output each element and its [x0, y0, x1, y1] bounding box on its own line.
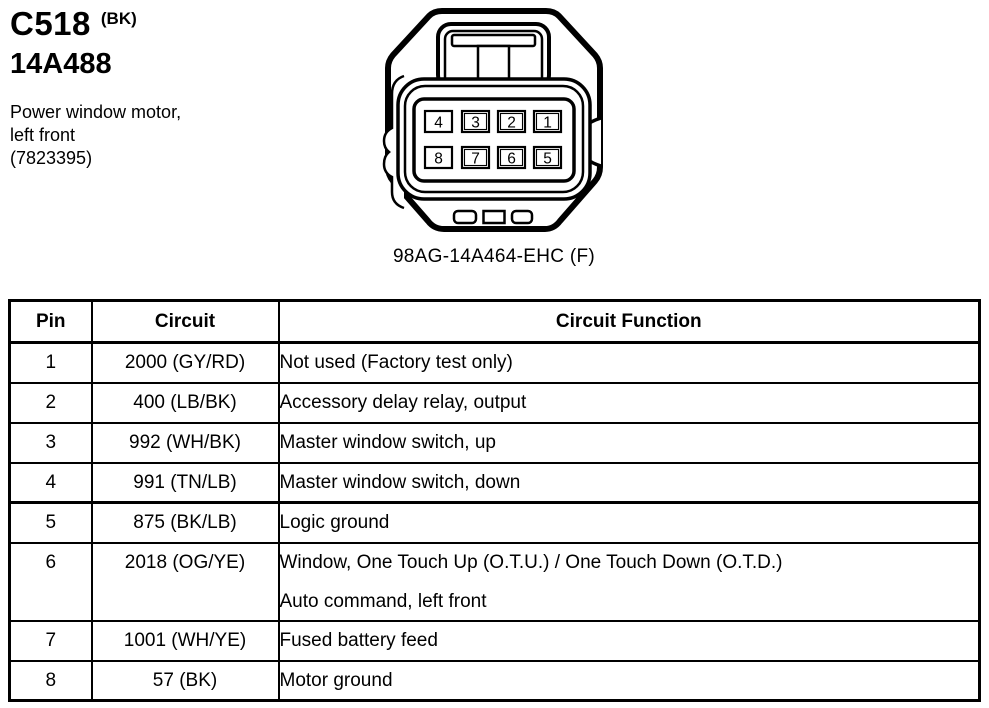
circuit-cell: 992 (WH/BK) — [90, 421, 280, 464]
bottom-key-slot-right — [510, 209, 534, 225]
connector-face-svg: 4 3 2 1 8 7 6 5 — [382, 8, 603, 232]
circuit-function-line: Auto command, left front — [279, 590, 487, 612]
circuit-function-cell: Fused battery feed — [277, 619, 981, 662]
pin-cell: 6 — [8, 541, 93, 622]
pin-box-2-inner — [499, 112, 524, 131]
pin-number: 2 — [507, 115, 516, 132]
connector-header: C518 (BK) 14A488 Power window motor, lef… — [10, 6, 181, 170]
pin-box-1-inner — [535, 112, 560, 131]
pin-cell: 1 — [8, 341, 93, 384]
pinout-table-head: Pin Circuit Circuit Function — [8, 299, 981, 344]
description-line: left front — [10, 125, 76, 145]
circuit-function-cell: Master window switch, down — [277, 461, 981, 504]
description-line: Power window motor, — [10, 102, 182, 122]
pin-box-8 — [423, 145, 454, 170]
circuit-function-cell: Logic ground — [277, 501, 981, 544]
circuit-function-line: Motor ground — [279, 669, 393, 691]
circuit-function-cell: Motor ground — [277, 659, 981, 702]
header-row: Pin Circuit Circuit Function — [8, 299, 981, 344]
description-line: (7823395) — [10, 148, 93, 168]
circuit-function-line: Fused battery feed — [279, 629, 438, 651]
circuit-cell: 2018 (OG/YE) — [90, 541, 280, 622]
pin-cell: 3 — [8, 421, 93, 464]
pin-box-3 — [460, 109, 491, 134]
connector-id: C518 — [10, 5, 91, 42]
pin-box-2 — [496, 109, 527, 134]
pin-cell: 2 — [8, 381, 93, 424]
circuit-function-line: Master window switch, down — [279, 471, 521, 493]
column-header-circuit-function: Circuit Function — [277, 299, 981, 344]
pin-number: 4 — [434, 115, 443, 132]
circuit-cell: 2000 (GY/RD) — [90, 341, 280, 384]
circuit-function-cell: Window, One Touch Up (O.T.U.) / One Touc… — [277, 541, 981, 622]
connector-id-line: C518 (BK) — [10, 6, 181, 42]
pin-number: 3 — [471, 115, 480, 132]
pin-box-7-inner — [463, 148, 488, 167]
circuit-cell: 1001 (WH/YE) — [90, 619, 280, 662]
circuit-function-line: Not used (Factory test only) — [279, 352, 513, 373]
column-header-circuit: Circuit — [90, 299, 280, 344]
pin-number: 5 — [543, 151, 552, 168]
circuit-function-line: Accessory delay relay, output — [279, 391, 527, 413]
circuit-function-cell: Master window switch, up — [277, 421, 981, 464]
circuit-function-cell: Not used (Factory test only) — [277, 341, 981, 384]
latch-t-bar — [450, 33, 537, 48]
part-number: 14A488 — [10, 48, 112, 80]
pin-box-5 — [532, 145, 563, 170]
pin-cell: 8 — [8, 659, 93, 702]
circuit-function-line: Window, One Touch Up (O.T.U.) / One Touc… — [279, 551, 783, 573]
pin-box-6-inner — [499, 148, 524, 167]
connector-caption: 98AG-14A464-EHC (F) — [392, 246, 596, 267]
column-header-pin: Pin — [8, 299, 93, 344]
pin-box-3-inner — [463, 112, 488, 131]
connector-description: Power window motor, left front (7823395) — [10, 101, 181, 170]
pin-number: 7 — [471, 151, 480, 168]
pin-box-5-inner — [535, 148, 560, 167]
pin-number: 8 — [434, 151, 443, 168]
circuit-cell: 400 (LB/BK) — [90, 381, 280, 424]
pin-box-4 — [423, 109, 454, 134]
pin-cell: 7 — [8, 619, 93, 662]
pin-box-6 — [496, 145, 527, 170]
circuit-function-line: Master window switch, up — [279, 431, 496, 453]
circuit-cell: 57 (BK) — [90, 659, 280, 702]
circuit-function-line: Logic ground — [279, 512, 390, 533]
pin-number: 1 — [543, 115, 552, 132]
circuit-cell: 875 (BK/LB) — [90, 501, 280, 544]
bottom-key-slot-middle — [482, 209, 506, 225]
pin-box-1 — [532, 109, 563, 134]
pin-cell: 5 — [8, 501, 93, 544]
connector-color-code: (BK) — [100, 9, 137, 28]
circuit-function-cell: Accessory delay relay, output — [277, 381, 981, 424]
bottom-key-slot-left — [452, 209, 478, 225]
pin-number: 6 — [507, 151, 516, 168]
pin-box-7 — [460, 145, 491, 170]
circuit-cell: 991 (TN/LB) — [90, 461, 280, 504]
connector-diagram: 4 3 2 1 8 7 6 5 — [378, 6, 610, 236]
pin-cell: 4 — [8, 461, 93, 504]
